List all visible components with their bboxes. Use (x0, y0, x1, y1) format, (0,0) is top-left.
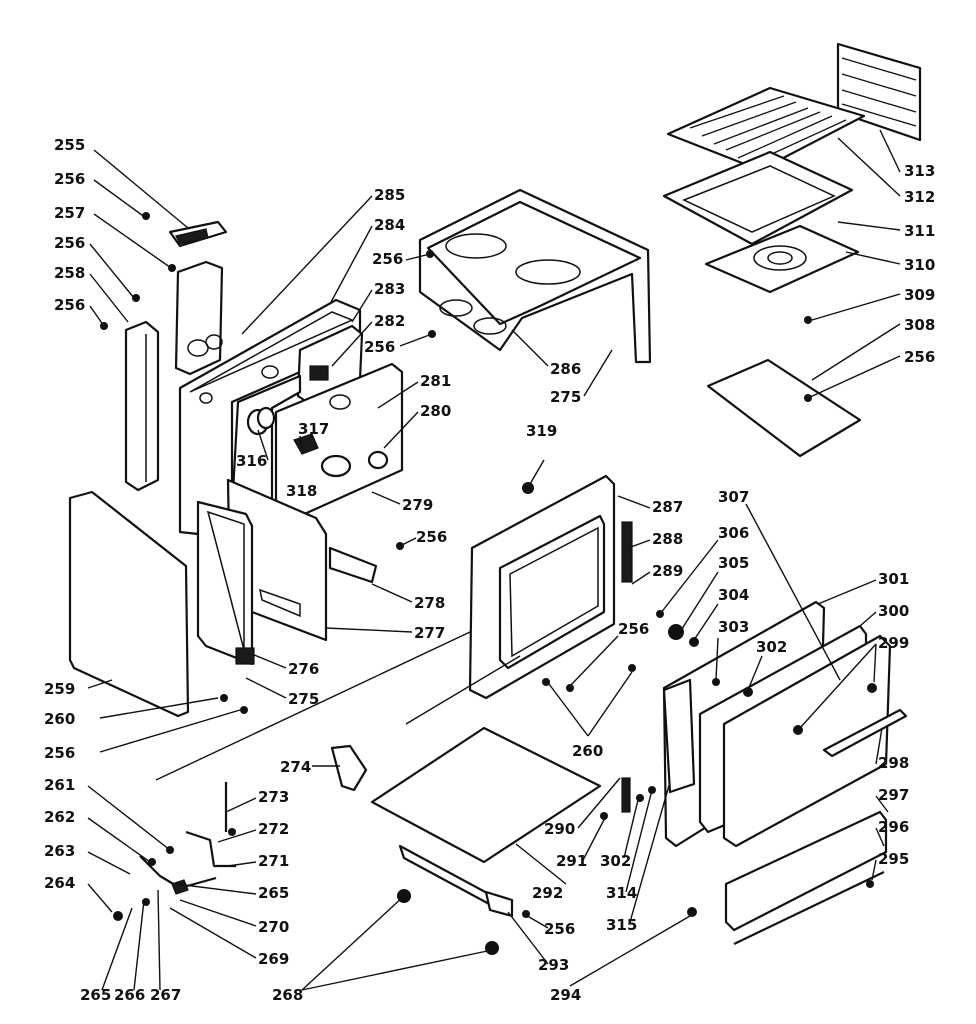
callout-273: 273 (258, 788, 289, 806)
callout-302: 302 (756, 638, 787, 656)
callout-315: 315 (606, 916, 637, 934)
callout-296: 296 (878, 818, 909, 836)
callout-256: 256 (54, 170, 85, 188)
fasteners (100, 212, 877, 955)
leader-lines (87, 129, 901, 991)
callout-275: 275 (550, 388, 581, 406)
part-hinge-bracket-303 (621, 678, 696, 813)
callout-293: 293 (538, 956, 569, 974)
callout-258: 258 (54, 264, 85, 282)
callout-256: 256 (618, 620, 649, 638)
callout-300: 300 (878, 602, 909, 620)
callout-278: 278 (414, 594, 445, 612)
callout-303: 303 (718, 618, 749, 636)
callout-294: 294 (550, 986, 581, 1004)
callout-266: 266 (114, 986, 145, 1004)
part-oven-bottom-292 (370, 726, 602, 918)
callout-313: 313 (904, 162, 935, 180)
callout-282: 282 (374, 312, 405, 330)
callout-256: 256 (544, 920, 575, 938)
callout-275: 275 (288, 690, 319, 708)
callout-279: 279 (402, 496, 433, 514)
callout-284: 284 (374, 216, 405, 234)
callout-280: 280 (420, 402, 451, 420)
callout-270: 270 (258, 918, 289, 936)
callout-256: 256 (364, 338, 395, 356)
callout-277: 277 (414, 624, 445, 642)
callout-256: 256 (904, 348, 935, 366)
callout-298: 298 (878, 754, 909, 772)
part-side-trim-258 (124, 320, 160, 492)
callout-319: 319 (526, 422, 557, 440)
part-side-panel-259 (68, 490, 190, 718)
callout-314: 314 (606, 884, 637, 902)
callout-274: 274 (280, 758, 311, 776)
callout-260: 260 (44, 710, 75, 728)
callout-307: 307 (718, 488, 749, 506)
part-flue-channel-257 (174, 260, 224, 376)
callout-287: 287 (652, 498, 683, 516)
callout-297: 297 (878, 786, 909, 804)
callout-262: 262 (44, 808, 75, 826)
callout-260: 260 (572, 742, 603, 760)
callout-285: 285 (374, 186, 405, 204)
part-valve-linkage-274 (139, 744, 368, 895)
callout-268: 268 (272, 986, 303, 1004)
callout-291: 291 (556, 852, 587, 870)
callout-317: 317 (298, 420, 329, 438)
callout-310: 310 (904, 256, 935, 274)
part-tray-308 (706, 358, 862, 458)
callout-301: 301 (878, 570, 909, 588)
callout-256: 256 (372, 250, 403, 268)
callout-288: 288 (652, 530, 683, 548)
callout-302: 302 (600, 852, 631, 870)
callout-295: 295 (878, 850, 909, 868)
callout-267: 267 (150, 986, 181, 1004)
callout-290: 290 (544, 820, 575, 838)
callout-265: 265 (258, 884, 289, 902)
callout-289: 289 (652, 562, 683, 580)
callout-257: 257 (54, 204, 85, 222)
callout-259: 259 (44, 680, 75, 698)
callout-286: 286 (550, 360, 581, 378)
part-cooktop-286 (418, 188, 652, 364)
callout-272: 272 (258, 820, 289, 838)
callout-276: 276 (288, 660, 319, 678)
part-plate-278 (328, 546, 378, 584)
callout-306: 306 (718, 524, 749, 542)
callout-316: 316 (236, 452, 267, 470)
part-oven-frame-287 (468, 474, 633, 700)
callout-256: 256 (416, 528, 447, 546)
callout-299: 299 (878, 634, 909, 652)
callout-264: 264 (44, 874, 75, 892)
part-lower-panel-277 (196, 478, 328, 666)
callout-312: 312 (904, 188, 935, 206)
callout-256: 256 (54, 296, 85, 314)
callout-265: 265 (80, 986, 111, 1004)
callout-256: 256 (44, 744, 75, 762)
callout-283: 283 (374, 280, 405, 298)
part-broiler-assembly-310 (662, 42, 922, 294)
callout-261: 261 (44, 776, 75, 794)
callout-309: 309 (904, 286, 935, 304)
callout-308: 308 (904, 316, 935, 334)
callout-256: 256 (54, 234, 85, 252)
part-kick-panel-296 (724, 810, 888, 945)
callout-269: 269 (258, 950, 289, 968)
callout-labels: 255 256 257 256 258 256 285 284 283 282 … (44, 136, 935, 1004)
callout-305: 305 (718, 554, 749, 572)
callout-292: 292 (532, 884, 563, 902)
callout-263: 263 (44, 842, 75, 860)
callout-311: 311 (904, 222, 935, 240)
callout-255: 255 (54, 136, 85, 154)
part-burner-box-280 (230, 362, 404, 518)
part-bracket-255 (168, 220, 228, 248)
callout-318: 318 (286, 482, 317, 500)
part-oven-door-301 (662, 600, 908, 848)
part-bracket-276 (235, 647, 255, 665)
callout-281: 281 (420, 372, 451, 390)
callout-304: 304 (718, 586, 749, 604)
callout-271: 271 (258, 852, 289, 870)
